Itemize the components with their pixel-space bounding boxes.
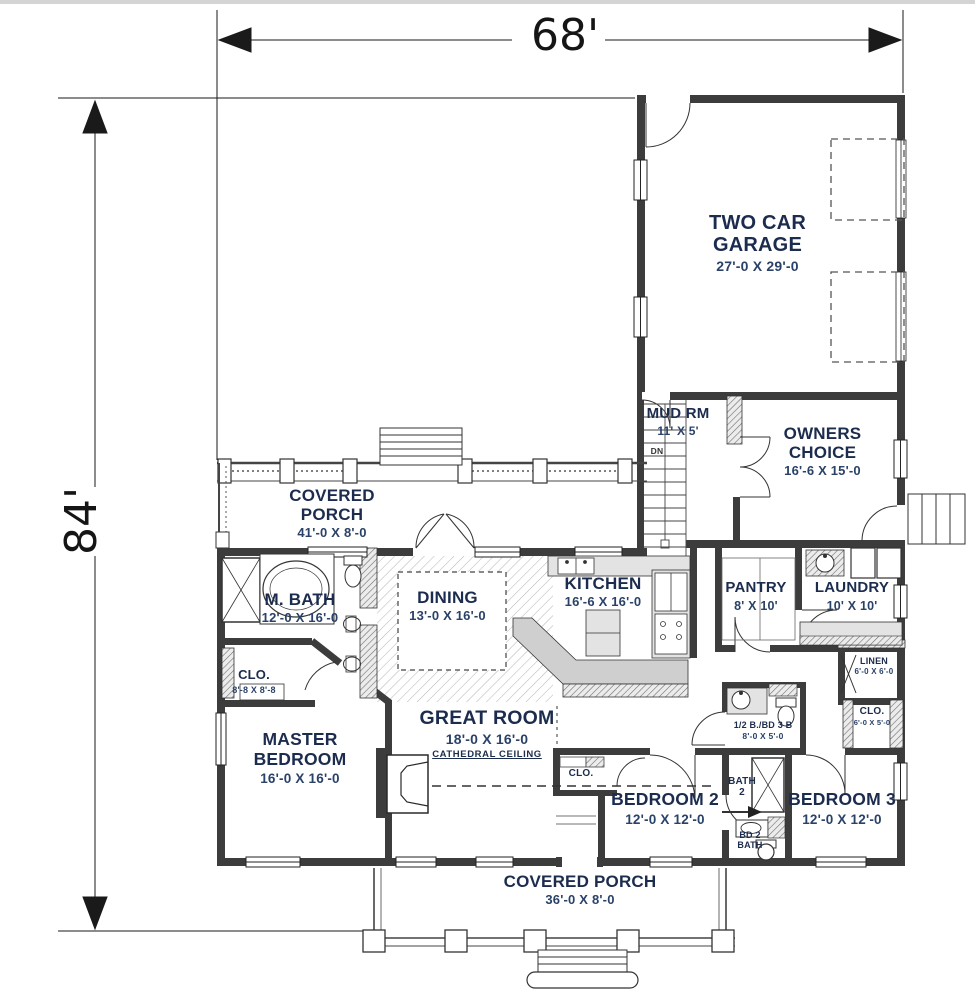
room-dims: 36'-0 X 8'-0 [545,892,615,908]
dimension-top-value: 68' [530,10,600,61]
room-label-bedroom3: BEDROOM 3 12'-0 X 12'-0 [776,789,908,827]
room-label-m-bath: M. BATH 12'-0 X 16'-0 [234,590,366,626]
room-dims: 16'-6 X 16'-0 [564,594,642,610]
garage-doors [830,138,907,363]
room-name: COVERED PORCH [503,872,657,891]
kitchen-counters [512,555,691,698]
room-label-dining: DINING 13'-0 X 16'-0 [390,588,505,624]
room-label-pantry: PANTRY 8' X 10' [714,579,798,613]
room-name: DINING [417,588,478,607]
room-label-bedroom2: BEDROOM 2 12'-0 X 12'-0 [585,789,745,827]
screenshot-edge-artifact [0,0,975,4]
room-dims: 18'-0 X 16'-0 [445,730,529,747]
room-dims: 10' X 10' [826,598,878,613]
room-name: M. BATH [264,590,336,609]
side-entry-steps [907,493,966,545]
room-name: MUD RM [646,405,710,422]
pantry-shelves [721,557,796,641]
room-label-half-bath: 1/2 B./BD 3 B 8'-0 X 5'-0 [716,720,810,742]
master-bath-fixtures [221,553,363,701]
room-name: 1/2 B./BD 3 B [733,720,793,730]
room-name: LAUNDRY [814,579,890,596]
windows [215,159,908,868]
room-label-bedroom2-closet: CLO. [558,768,604,779]
room-label-bedroom3-closet: CLO. 6'-0 X 5'-0 [842,706,902,728]
room-dims: 12'-0 X 12'-0 [625,811,705,827]
room-label-covered-porch-bottom: COVERED PORCH 36'-0 X 8'-0 [500,872,660,908]
room-dims: 27'-0 X 29'-0 [716,257,799,274]
fireplace-icon [386,754,429,814]
room-name: BD 2 BATH [737,830,763,851]
laundry-fixtures [799,547,903,646]
room-label-kitchen: KITCHEN 16'-6 X 16'-0 [537,574,669,610]
room-dims: 12'-0 X 12'-0 [802,811,882,827]
bath2-fixtures [722,757,786,861]
room-dims: 41'-0 X 8'-0 [297,525,367,541]
room-label-great-room: GREAT ROOM 18'-0 X 16'-0 CATHEDRAL CEILI… [392,707,582,760]
room-label-covered-porch-top: COVERED PORCH 41'-0 X 8'-0 [262,486,402,541]
dimension-left: 84' [56,473,107,569]
room-dims: 12'-0 X 16'-0 [261,610,339,626]
stairs-dn-label: DN [644,446,670,457]
room-name: BEDROOM 3 [788,789,896,809]
bottom-porch-steps [526,949,639,989]
room-label-bd2-bath: BD 2 BATH [729,830,771,850]
bottom-porch [362,868,735,953]
dining-floor-hatch [377,556,553,702]
room-name: BATH 2 [728,776,756,799]
room-label-garage: TWO CAR GARAGE 27'-0 X 29'-0 [695,212,820,274]
room-label-bath2: BATH 2 [724,776,760,798]
top-porch-steps [379,427,463,466]
room-label-linen: LINEN 6'-0 X 6'-0 [843,656,905,677]
door-swings [304,102,898,831]
room-label-master-closet: CLO. 8'-8 X 8'-8 [218,667,290,695]
room-dims: 16'-0 X 16'-0 [260,771,340,787]
dimension-top: 68' [515,10,615,61]
room-name: BEDROOM 2 [611,789,719,809]
room-dims: 8'-8 X 8'-8 [232,684,276,695]
room-name: CLO. [238,667,270,682]
room-label-mud-rm: MUD RM 11' X 5' [626,405,730,438]
room-label-master-bedroom: MASTER BEDROOM 16'-0 X 16'-0 [222,729,378,787]
room-label-owners-choice: OWNERS CHOICE 16'-6 X 15'-0 [755,424,890,479]
room-label-laundry: LAUNDRY 10' X 10' [802,579,902,613]
room-dims: 6'-0 X 5'-0 [853,718,891,728]
room-name: TWO CAR GARAGE [709,212,806,257]
stairs-direction: DN [650,446,664,456]
room-dims: 6'-0 X 6'-0 [854,667,894,677]
room-name: CLO. [568,768,594,779]
dimension-left-value: 84' [56,486,107,556]
half-bath-fixtures [726,683,798,727]
room-name: OWNERS CHOICE [783,424,862,463]
room-name: PANTRY [725,579,787,596]
room-dims: 13'-0 X 16'-0 [409,608,486,624]
staircase [644,400,687,560]
room-name: COVERED PORCH [289,486,375,525]
ceiling-break-lines [432,706,716,787]
room-name: LINEN [860,656,888,666]
room-name: GREAT ROOM [419,707,555,729]
bedroom2-closet-shelves [556,756,605,825]
room-name: CLO. [859,706,885,717]
room-dims: 16'-6 X 15'-0 [784,463,861,479]
room-dims: 8'-0 X 5'-0 [742,731,784,742]
room-dims: 8' X 10' [734,598,778,613]
room-name: KITCHEN [564,574,642,593]
dimension-annotations [58,10,904,932]
room-name: MASTER BEDROOM [253,729,347,769]
room-note: CATHEDRAL CEILING [432,748,542,760]
room-dims: 11' X 5' [657,423,699,438]
